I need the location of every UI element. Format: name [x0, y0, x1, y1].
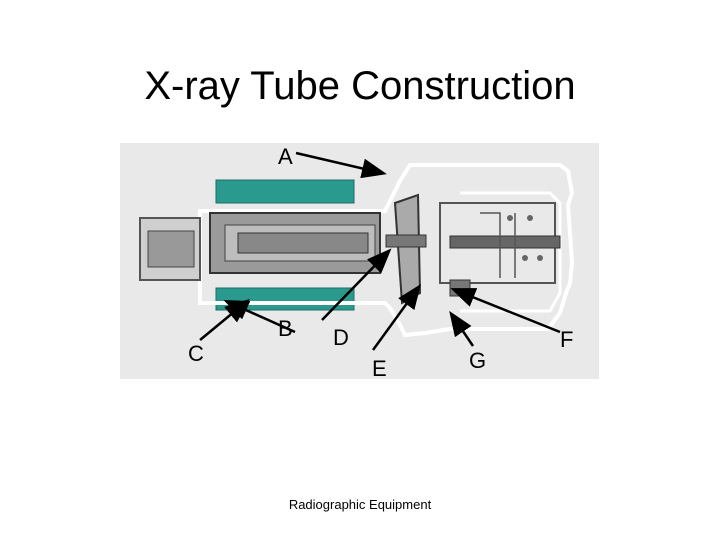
label-d: D — [333, 325, 349, 351]
arrow-e — [373, 288, 418, 350]
arrow-g — [452, 315, 473, 346]
label-f: F — [560, 327, 573, 353]
arrow-d — [322, 252, 388, 320]
label-c: C — [188, 341, 204, 367]
label-e: E — [372, 356, 387, 382]
label-g: G — [469, 348, 486, 374]
arrow-a — [296, 153, 382, 173]
slide-footer: Radiographic Equipment — [0, 497, 720, 512]
label-a: A — [278, 144, 293, 170]
arrow-f — [455, 290, 560, 332]
label-b: B — [278, 316, 293, 342]
arrow-c — [200, 302, 246, 340]
